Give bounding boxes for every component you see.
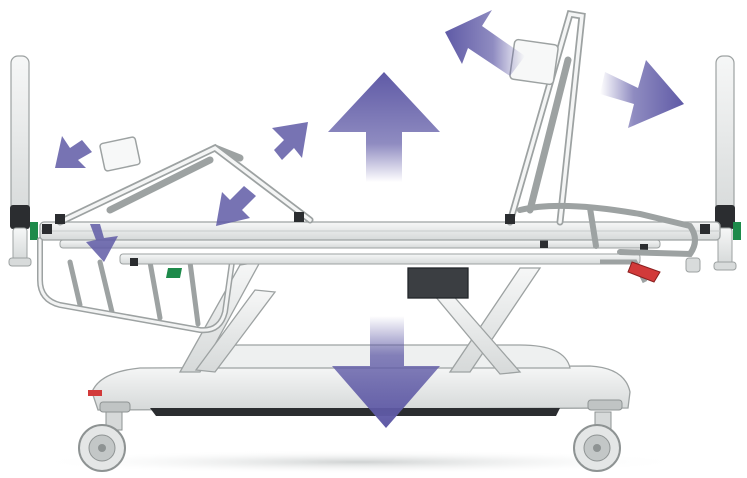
backrest-inner xyxy=(508,12,584,224)
side-rail-inner xyxy=(38,238,234,332)
lower-frame xyxy=(59,239,661,284)
arrow-down-icon xyxy=(332,316,440,428)
leg-section xyxy=(56,143,314,226)
arrow-diagonal-icon xyxy=(55,136,92,168)
caster-left xyxy=(78,411,126,472)
backrest-rail xyxy=(517,202,698,258)
floor-shadow xyxy=(30,450,690,474)
arrow-diagonal-icon xyxy=(86,224,118,262)
right-end-post xyxy=(713,55,741,271)
bed-deck xyxy=(39,221,721,241)
leg-panel xyxy=(99,136,141,172)
left-end-post xyxy=(8,55,38,267)
caster-right xyxy=(573,411,621,472)
arrow-up-left-icon xyxy=(445,10,525,76)
leg-section-inner xyxy=(58,145,312,224)
arrow-diagonal-icon xyxy=(216,186,256,226)
lift-mechanism xyxy=(178,261,542,375)
arrow-diagonal-icon xyxy=(272,122,308,160)
arrow-right-icon xyxy=(600,60,684,128)
arrow-up-icon xyxy=(328,72,440,182)
